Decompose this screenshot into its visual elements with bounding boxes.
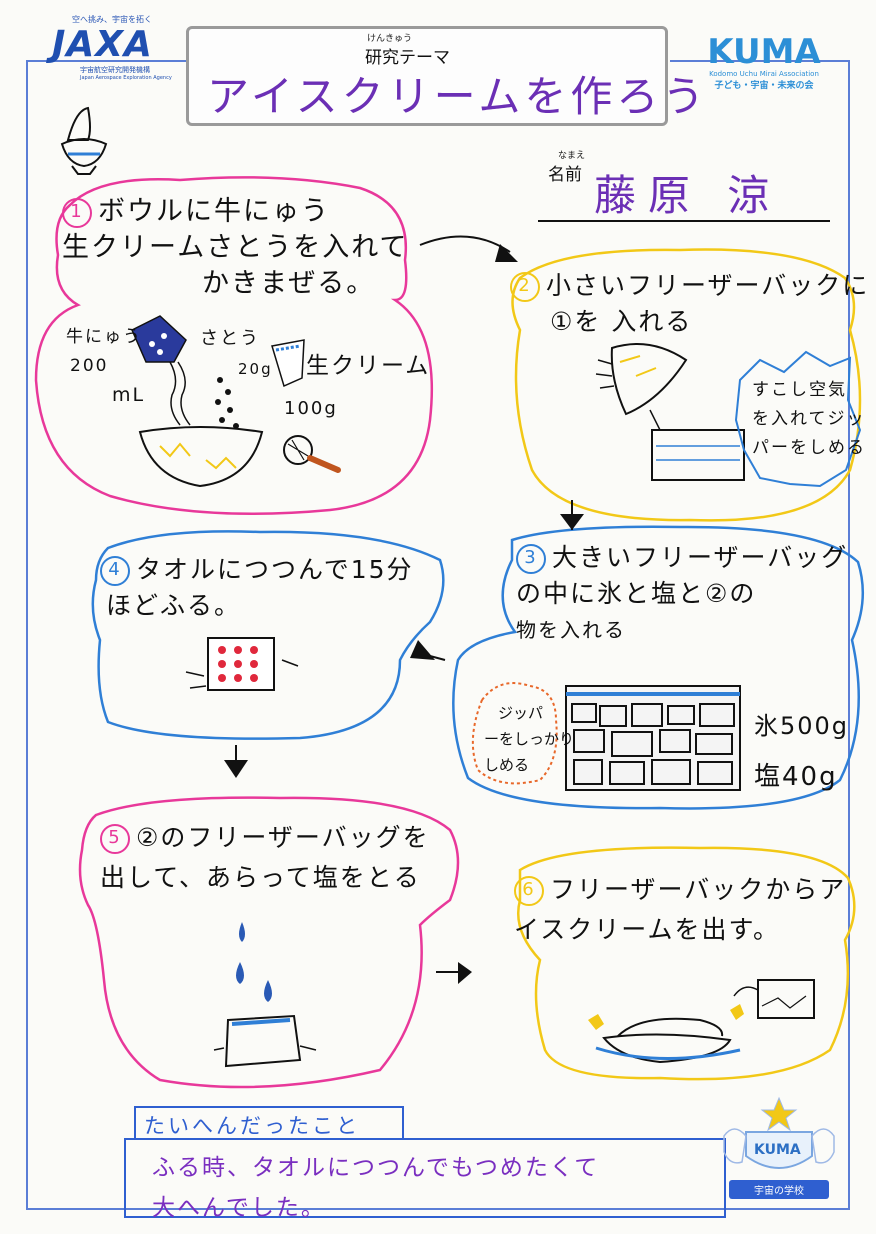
name-reading: なまえ [558,151,586,161]
step2-line1: 小さいフリーザーバックに [546,271,870,300]
frame-top-left [26,60,186,62]
theme-label: 研究テーマ [365,48,450,68]
reflection-label-box: たいへんだったこと [134,1106,404,1140]
jaxa-org: 宇宙航空研究開発機構 [80,66,150,74]
milk-label: 牛にゅう [66,327,142,347]
step3-note: ジッパ ーをしっかり しめる [484,700,574,778]
step6-line1: フリーザーバックからア [550,875,847,904]
frame-right [848,60,850,1210]
theme-reading: けんきゅう [367,34,413,44]
whisk-icon [283,435,341,473]
reflection-label: たいへんだったこと [144,1114,360,1138]
cream-pack-icon [271,339,305,388]
empty-bag-icon [733,979,815,1019]
cream-amount: 100g [284,398,338,419]
kuma-logo-block: KUMA Kodomo Uchu Mirai Association 子ども・宇… [694,34,834,94]
frame-bottom [26,1208,850,1210]
rocket-doodle-icon [60,106,108,175]
jaxa-org-en: Japan Aerospace Exploration Agency [80,75,172,81]
step2-note-line2: を入れてジッ [752,409,866,429]
milk-unit: mL [112,384,146,406]
frame-left [26,60,28,1210]
step5-cloud [78,796,460,1089]
step5-line1: ②のフリーザーバッグを [136,823,430,852]
reflection-line2: 大へんでした。 [152,1195,326,1221]
arrow-1-2 [419,235,511,253]
step3-cloud [452,525,865,810]
step1-line3: かきまぜる。 [202,268,376,299]
school-badge: KUMA 宇宙の学校 [716,1092,842,1202]
ice-bag-icon [565,685,741,791]
step6-line2: イスクリームを出す。 [514,915,781,944]
step2-note-line1: すこし空気 [752,380,847,400]
name-value: 藤原 涼 [594,171,782,220]
school-badge-icon [723,1096,835,1169]
water-drops-icon [236,922,272,1002]
jaxa-logo-block: 空へ挑み、宇宙を拓く JAXA 宇宙航空研究開発機構 Japan Aerospa… [42,14,182,94]
milk-amount: 200 [70,356,109,376]
step4-cloud [91,530,445,740]
milk-carton-icon [131,315,191,426]
step2-note-burst [734,350,862,488]
step3-line3: 物を入れる [516,618,626,642]
step1-cloud [34,176,434,516]
step2-note: すこし空気 を入れてジッ パーをしめる [752,376,866,463]
kuma-en: Kodomo Uchu Mirai Association [709,70,819,78]
jaxa-logo-icon: JAXA [52,24,153,65]
reflection-line1: ふる時、タオルにつつんでもつめたくて [152,1155,600,1181]
step1-line2: 生クリームさとうを入れて [62,232,409,263]
salt-amount: 塩40g [754,762,838,792]
step3-line2: の中に氷と塩と②の [516,579,757,608]
step4-line1: タオルにつつんで15分 [136,555,414,584]
school-badge-logo: KUMA [754,1142,801,1158]
step1-number: 1 [62,197,92,228]
sugar-dots-icon [215,377,239,429]
step1-line1: ボウルに牛にゅう [98,196,330,227]
sugar-label: さとう [200,328,260,349]
small-bag-icon [595,343,688,431]
kuma-jp: 子ども・宇宙・未来の会 [714,81,814,91]
ice-cream-plate-icon [588,1004,744,1064]
reflection-box: ふる時、タオルにつつんでもつめたくて 大へんでした。 [124,1138,726,1221]
step5-number: 5 [100,824,130,854]
rinsed-bag-icon [213,1014,317,1068]
cream-label: 生クリーム [306,353,431,379]
bowl-of-water-icon [651,429,745,481]
step6-number: 6 [514,876,544,906]
school-badge-caption: 宇宙の学校 [729,1180,829,1199]
sugar-amount: 20g [238,360,273,378]
step3-note-line2: ーをしっかり [484,730,575,748]
step2-cloud [511,248,862,522]
name-underline [538,220,830,222]
kuma-logo-icon: KUMA [707,32,821,72]
frame-top-right [670,60,850,62]
step3-note-line1: ジッパ [498,704,544,722]
ice-amount: 氷500g [754,712,850,740]
step3-line1: 大きいフリーザーバッグ [552,543,849,572]
theme-title: アイスクリームを作ろう [207,72,709,121]
step2-number: 2 [510,272,540,302]
theme-box: けんきゅう 研究テーマ アイスクリームを作ろう [186,26,704,126]
jaxa-tagline: 空へ挑み、宇宙を拓く [72,15,152,24]
bowl-icon [138,426,264,488]
towel-bundle-icon [185,637,299,691]
name-label: 名前 [548,165,582,185]
step4-line2: ほどふる。 [106,591,242,620]
step2-line2: ①を 入れる [550,307,693,336]
step4-number: 4 [100,556,130,586]
step3-number: 3 [516,544,546,574]
step3-note-line3: しめる [484,756,530,774]
step5-line2: 出して、あらって塩をとる [100,863,421,892]
step6-cloud [516,846,856,1081]
step2-note-line3: パーをしめる [752,438,866,458]
